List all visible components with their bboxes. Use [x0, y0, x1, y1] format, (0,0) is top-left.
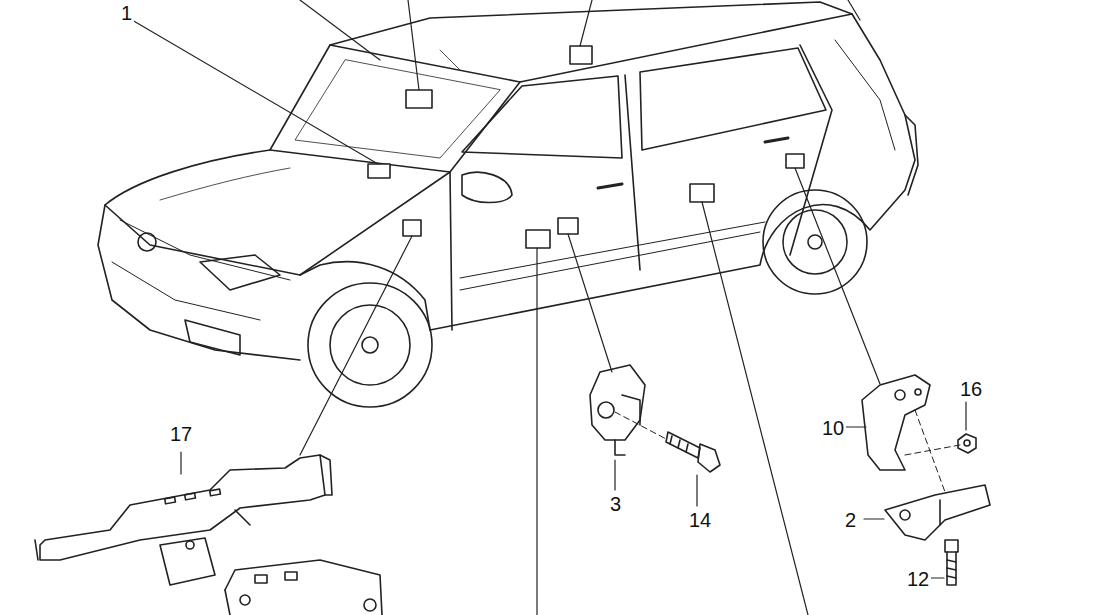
callout-number: 17 — [168, 423, 194, 445]
callout-number: 1 — [119, 2, 134, 24]
callout-number: 14 — [687, 509, 713, 531]
callout-number: 3 — [608, 493, 623, 515]
callout-number: 10 — [820, 417, 846, 439]
callout-number: 2 — [843, 509, 858, 531]
callout-number: 16 — [958, 378, 984, 400]
callout-number: 12 — [905, 568, 931, 590]
